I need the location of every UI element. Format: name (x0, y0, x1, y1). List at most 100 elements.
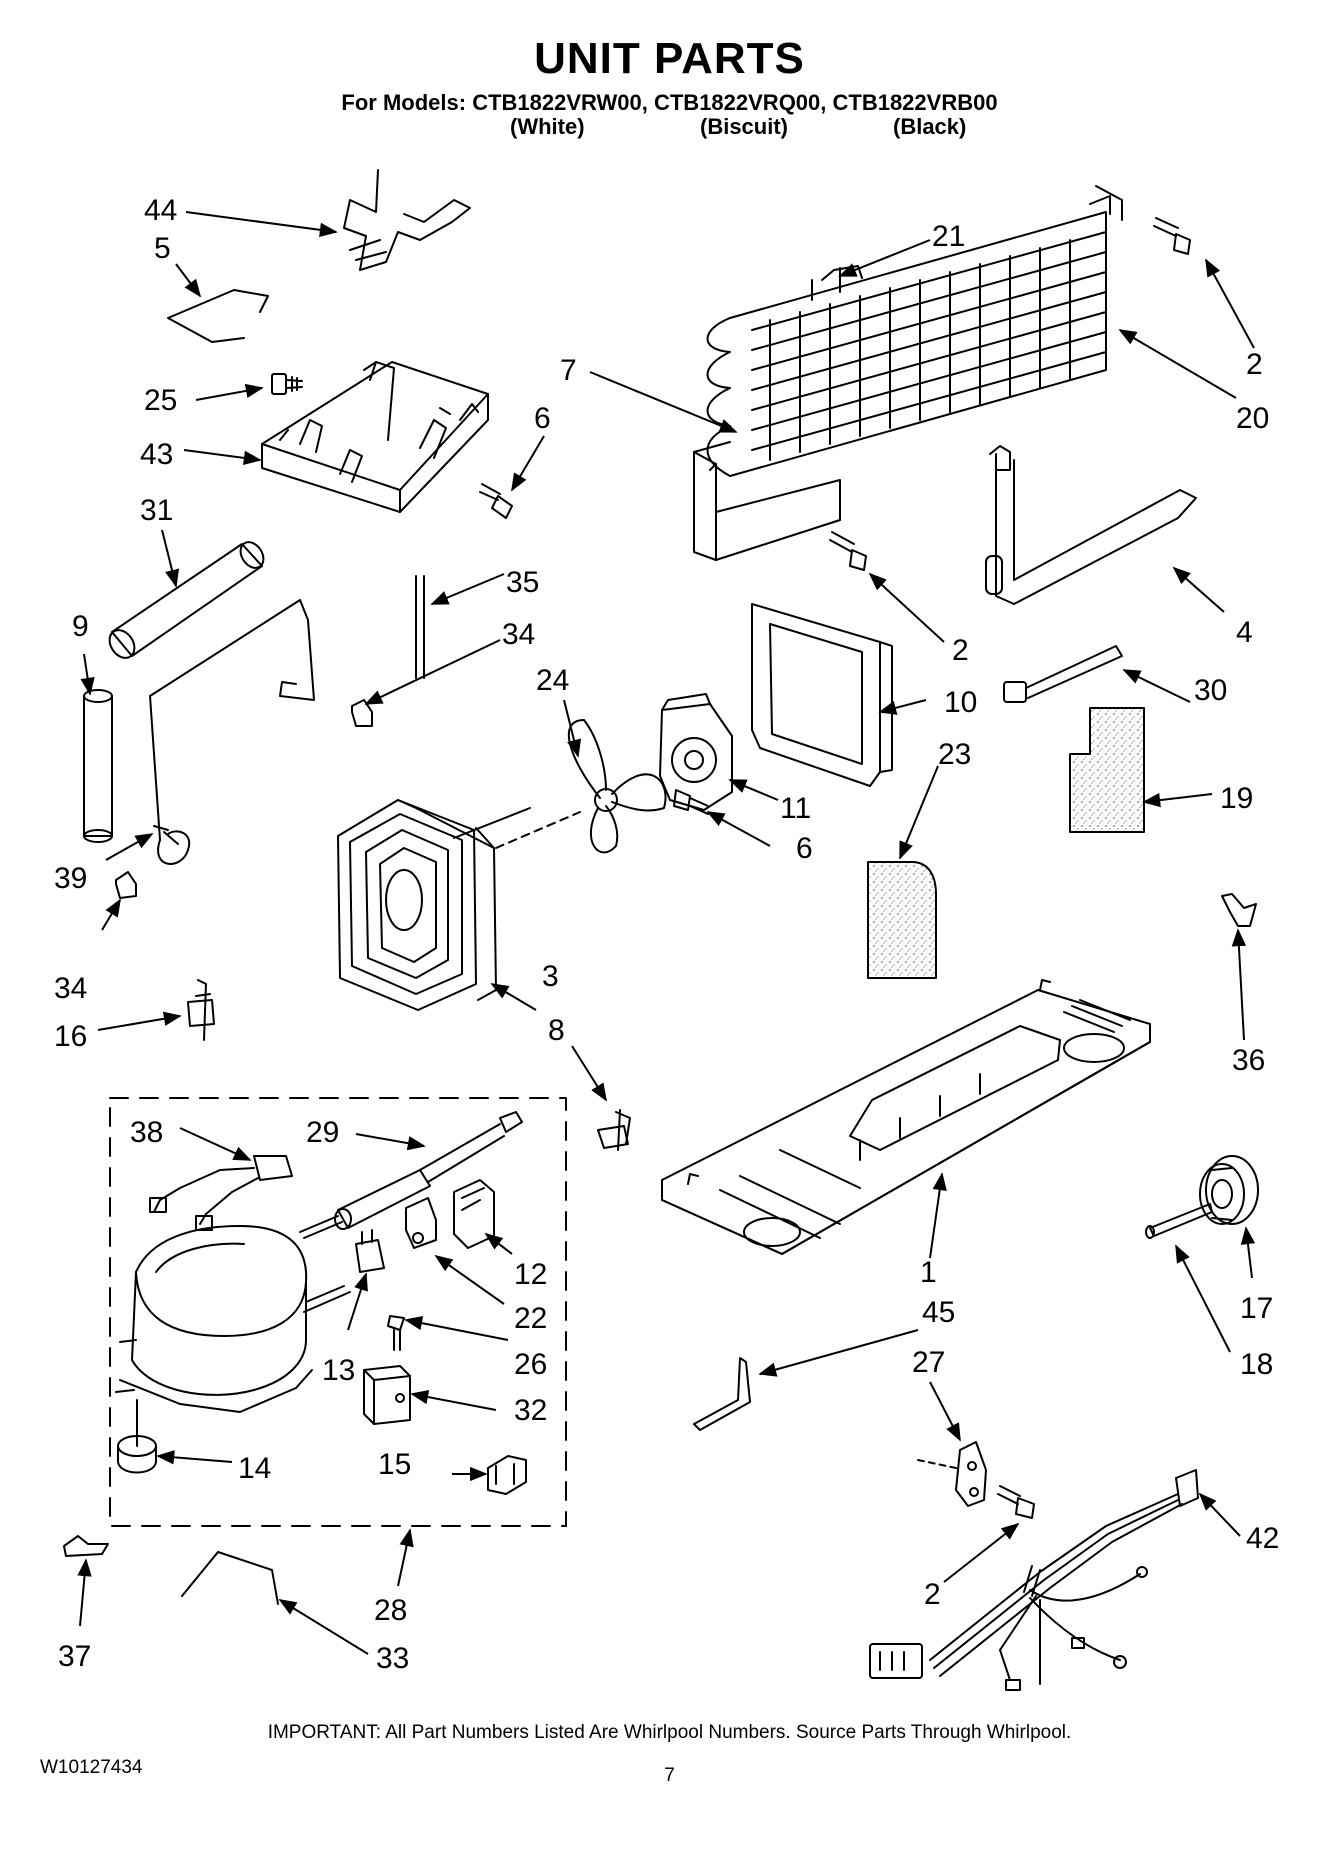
part-38-connector (149, 1155, 293, 1231)
page-number: 7 (664, 1765, 675, 1786)
callout-2: 2 (924, 1578, 941, 1611)
callout-39: 39 (54, 862, 87, 895)
important-note: IMPORTANT: All Part Numbers Listed Are W… (267, 1722, 1072, 1743)
callout-38: 38 (130, 1116, 163, 1149)
callout-13: 13 (322, 1354, 355, 1387)
callout-29: 29 (306, 1116, 339, 1149)
compressor (115, 1225, 351, 1413)
part-9-tube (83, 689, 113, 843)
part-33-wire (181, 1551, 279, 1605)
callout-34: 34 (54, 972, 87, 1005)
part-13-connector (355, 1229, 385, 1273)
part-43-control-box (261, 361, 489, 513)
part-31-insulation-tube (108, 541, 265, 659)
part-26-screw (387, 1315, 405, 1351)
part-34-clip (115, 871, 137, 899)
part-1-base-pan (661, 979, 1151, 1255)
part-35-rod (415, 575, 425, 679)
part-2-screw (1153, 217, 1191, 255)
page-title: UNIT PARTS (534, 34, 805, 83)
document-id: W10127434 (40, 1757, 143, 1778)
callout-43: 43 (140, 438, 173, 471)
part-19-foam-pad (1069, 707, 1145, 833)
leader-lines (77, 211, 1256, 1655)
part-42-wire-harness (869, 1469, 1199, 1691)
callout-19: 19 (1220, 782, 1253, 815)
callout-16: 16 (54, 1020, 87, 1053)
callout-14: 14 (238, 1452, 271, 1485)
variant-white: (White) (510, 114, 585, 139)
callout-3: 3 (542, 960, 559, 993)
part-22-overload (405, 1197, 437, 1249)
part-30-cable-tie (1003, 645, 1123, 703)
callout-30: 30 (1194, 674, 1227, 707)
variant-biscuit: (Biscuit) (700, 114, 788, 139)
part-23-foam-block (867, 861, 937, 979)
part-8-grommet (597, 1109, 631, 1151)
part-32-capacitor (363, 1365, 411, 1425)
callout-44: 44 (144, 194, 177, 227)
callout-31: 31 (140, 494, 173, 527)
assembly-axis-line (917, 1459, 957, 1469)
part-3-condenser (337, 799, 531, 1011)
callout-21: 21 (932, 220, 965, 253)
callout-22: 22 (514, 1302, 547, 1335)
callout-6: 6 (534, 402, 551, 435)
part-39-drain-tube (149, 599, 315, 865)
callout-7: 7 (560, 354, 577, 387)
part-21-clip (821, 265, 863, 281)
part-10-fan-shroud (751, 603, 893, 787)
callout-33: 33 (376, 1642, 409, 1675)
callout-2: 2 (1246, 348, 1263, 381)
callout-45: 45 (922, 1296, 955, 1329)
callout-9: 9 (72, 610, 89, 643)
variant-black: (Black) (893, 114, 967, 139)
callout-24: 24 (536, 664, 569, 697)
callout-labels: 44 5 21 2 25 7 6 20 43 31 35 2 4 34 9 24… (54, 194, 1279, 1675)
part-7-evaporator-frame (693, 441, 841, 561)
callout-27: 27 (912, 1346, 945, 1379)
callout-20: 20 (1236, 402, 1269, 435)
callout-8: 8 (548, 1014, 565, 1047)
part-25-screw (271, 373, 303, 395)
part-20-evaporator (706, 185, 1123, 477)
compressor-assembly-box (109, 1097, 567, 1527)
part-2-screw (829, 531, 867, 571)
callout-34: 34 (502, 618, 535, 651)
callout-10: 10 (944, 686, 977, 719)
callout-25: 25 (144, 384, 177, 417)
part-45-rod (693, 1357, 751, 1431)
part-29-filter-drier (299, 1111, 523, 1239)
part-2-screw (997, 1485, 1035, 1519)
callout-28: 28 (374, 1594, 407, 1627)
part-24-fan-blade (567, 719, 667, 854)
callout-12: 12 (514, 1258, 547, 1291)
callout-32: 32 (514, 1394, 547, 1427)
callout-2: 2 (952, 634, 969, 667)
callout-18: 18 (1240, 1348, 1273, 1381)
callout-11: 11 (780, 792, 811, 825)
callout-4: 4 (1236, 616, 1253, 649)
part-11-fan-motor (659, 693, 733, 811)
callout-6: 6 (796, 832, 813, 865)
part-6-screw (673, 789, 709, 815)
part-12-relay (453, 1179, 495, 1249)
part-15-connector (487, 1455, 527, 1495)
part-14-grommet (117, 1399, 157, 1474)
part-37-clip (63, 1535, 109, 1557)
callout-37: 37 (58, 1640, 91, 1673)
assembly-axis-line (495, 811, 581, 849)
callout-17: 17 (1240, 1292, 1273, 1325)
part-6-screw (479, 483, 513, 519)
part-27-bracket (955, 1441, 987, 1507)
part-34-clip (351, 699, 373, 727)
callout-5: 5 (154, 232, 171, 265)
part-16-clip (187, 979, 215, 1041)
part-17-wheel (1199, 1155, 1259, 1225)
models-line: For Models: CTB1822VRW00, CTB1822VRQ00, … (341, 90, 998, 115)
part-44-drain-heater (343, 169, 471, 271)
callout-26: 26 (514, 1348, 547, 1381)
callout-23: 23 (938, 738, 971, 771)
part-4-defrost-heater (985, 445, 1197, 605)
